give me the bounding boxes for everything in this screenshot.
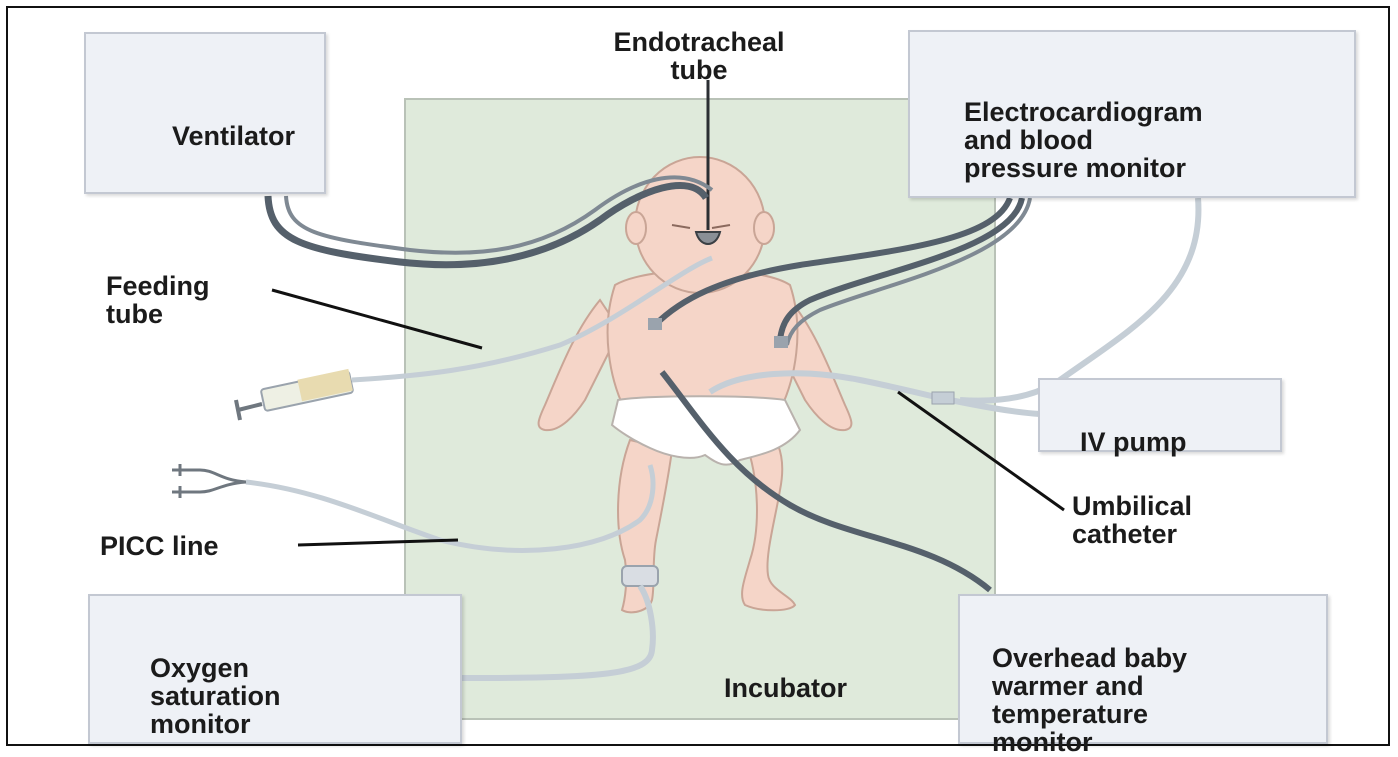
warmer-monitor-box: Overhead baby warmer and temperature mon… xyxy=(958,594,1328,744)
picc-line-label: PICC line xyxy=(100,532,219,560)
incubator-label: Incubator xyxy=(724,674,847,702)
picc-line xyxy=(246,465,653,550)
umbilical-catheter-label: Umbilical catheter xyxy=(1072,492,1192,548)
picc-line-leader xyxy=(298,540,458,545)
oxygen-monitor-box: Oxygen saturation monitor xyxy=(88,594,462,744)
endotracheal-tube-label: Endotracheal tube xyxy=(554,28,844,84)
ecg-monitor-label: Electrocardiogram and blood pressure mon… xyxy=(964,97,1203,183)
ecg-monitor-box: Electrocardiogram and blood pressure mon… xyxy=(908,30,1356,198)
iv-pump-box: IV pump xyxy=(1038,378,1282,452)
feeding-tube-leader xyxy=(272,290,482,348)
syringe-icon xyxy=(236,369,353,420)
feeding-tube-label: Feeding tube xyxy=(106,272,210,328)
warmer-monitor-label: Overhead baby warmer and temperature mon… xyxy=(992,643,1187,757)
ventilator-box: Ventilator xyxy=(84,32,326,194)
ventilator-label: Ventilator xyxy=(172,121,295,151)
oxygen-monitor-label: Oxygen saturation monitor xyxy=(150,653,281,739)
oxygen-foot-sensor xyxy=(622,566,658,586)
picc-connector-icon xyxy=(172,464,246,498)
iv-pump-label: IV pump xyxy=(1080,427,1187,457)
ecg-lead-2 xyxy=(780,198,1022,340)
